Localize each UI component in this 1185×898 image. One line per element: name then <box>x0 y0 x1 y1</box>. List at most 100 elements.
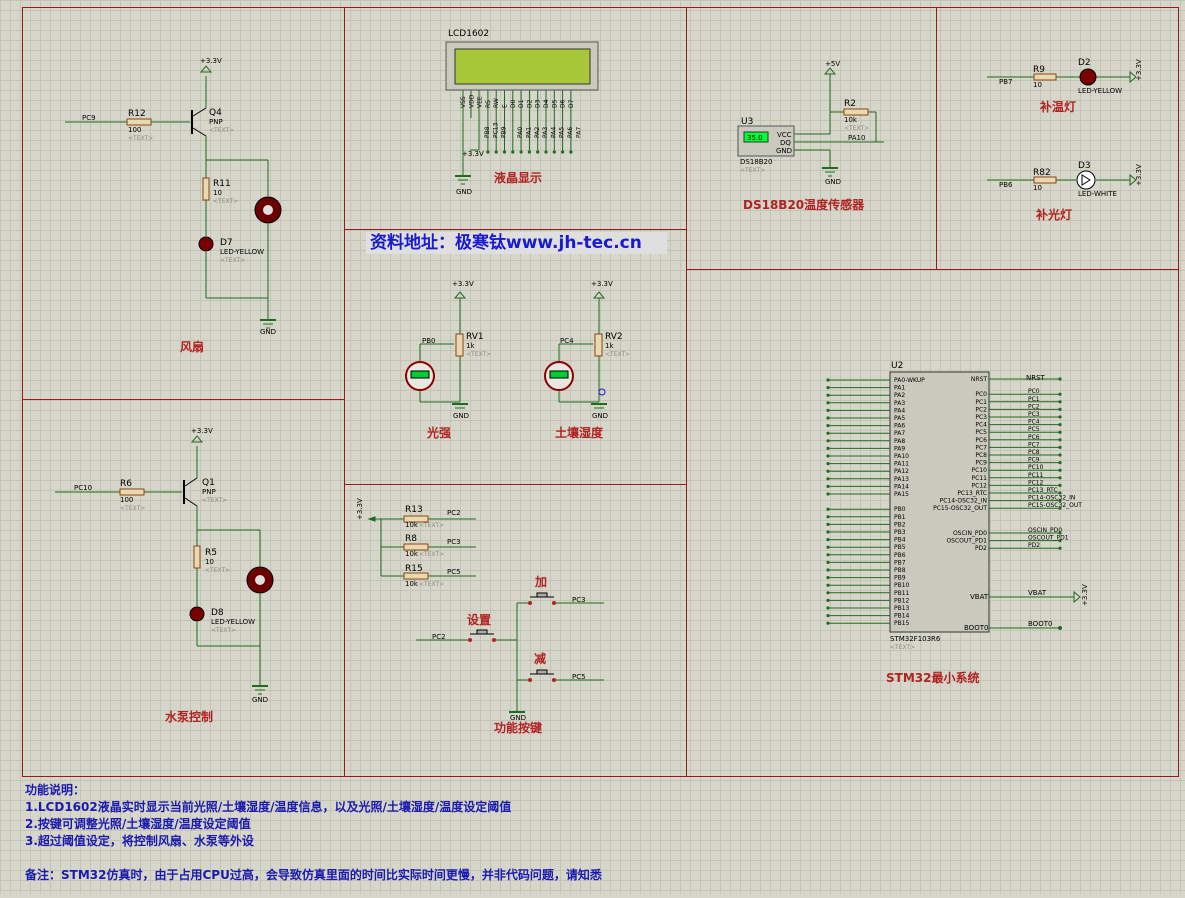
mcu-pin-label: PC5 <box>975 429 987 436</box>
mcu-pin-label: PA5 <box>894 415 905 422</box>
mcu-pin-label: PC15-OSC32_OUT <box>933 505 987 512</box>
soil-label: 土壤湿度 <box>555 425 604 440</box>
lcd-pin-label: RS <box>485 100 492 108</box>
mcu-pin-label: PA0-WKUP <box>894 377 925 384</box>
mcu-pin-label: PC4 <box>975 422 987 429</box>
mcu-pin-label: PC10 <box>972 467 988 474</box>
lcd-pin-label: VSS <box>460 96 467 108</box>
d2-label: D2 <box>1078 58 1091 68</box>
lcd-pin-label: E <box>502 104 509 108</box>
mcu-pin-label: PB1 <box>894 514 906 521</box>
rv2-label: RV2 <box>605 332 623 342</box>
set-button[interactable]: 设置 <box>467 612 491 627</box>
keys-gnd: GND <box>510 714 526 722</box>
sensor-5v: +5V <box>825 60 840 68</box>
r11-value: 10 <box>213 189 222 197</box>
lcd-vcc: +3.3V <box>462 150 484 158</box>
rv2-vcc: +3.3V <box>591 280 613 288</box>
mcu-net-label: PC4 <box>1028 419 1040 426</box>
q4-type: PNP <box>209 118 223 126</box>
mcu-net-label: PC9 <box>1028 457 1040 464</box>
mcu-vbat-vcc: +3.3V <box>1081 584 1089 606</box>
q4-vcc-label: +3.3V <box>200 57 222 65</box>
lcd-net-label: PA4 <box>550 127 557 138</box>
mcu-pin-label: PC14-OSC32_IN <box>940 498 987 505</box>
u3-type: DS18B20 <box>740 158 772 166</box>
mcu-pin-label: PC0 <box>975 391 987 398</box>
u2-type: STM32F103R6 <box>890 635 941 643</box>
mcu-pin-label: PB8 <box>894 567 906 574</box>
u3-label: U3 <box>741 117 753 127</box>
lamp1-vcc: +3.3V <box>1135 59 1143 81</box>
r2-label: R2 <box>844 99 856 109</box>
lcd-pin-label: D3 <box>535 99 542 108</box>
mcu-net-label: PC3 <box>1028 411 1040 418</box>
mcu-pin-label: PC1 <box>975 399 987 406</box>
lcd-net-label: PB8 <box>484 126 491 138</box>
mcu-net-label: PC8 <box>1028 449 1040 456</box>
note-line-1: 1.LCD1602液晶实时显示当前光照/土壤湿度/温度信息，以及光照/土壤湿度/… <box>25 800 512 814</box>
lcd-pin-label: D5 <box>551 99 558 108</box>
lcd-pins <box>455 90 480 185</box>
d8-type: LED-YELLOW <box>211 618 255 626</box>
lcd-pin-label: VDD <box>468 94 475 108</box>
d2-type: LED-YELLOW <box>1078 87 1122 95</box>
lcd-pin-label: D2 <box>526 99 533 108</box>
r5-value: 10 <box>205 558 214 566</box>
d7-type: LED-YELLOW <box>220 248 264 256</box>
sensor-gnd: GND <box>825 178 841 186</box>
net-pc3-b: PC3 <box>572 596 586 604</box>
net-pc4: PC4 <box>560 337 574 345</box>
add-button[interactable]: 加 <box>534 574 547 589</box>
rv1-value: 1k <box>466 342 475 350</box>
ds-pin-vcc: VCC <box>777 131 792 139</box>
r6-value: 100 <box>120 496 133 504</box>
mcu-nrst: NRST <box>1026 374 1046 382</box>
lcd-net-label: PA2 <box>534 127 541 138</box>
push-buttons <box>470 592 554 675</box>
lcd-pin-label: VEE <box>477 96 484 108</box>
sub-button[interactable]: 减 <box>534 651 546 666</box>
lcd-pin-label: D4 <box>543 99 550 108</box>
net-pc5-a: PC5 <box>447 568 461 576</box>
mcu-net-label: PC13_RTC <box>1028 487 1058 494</box>
mcu-boot0-pin: BOOT0 <box>964 624 988 632</box>
mcu-pin-label: PC8 <box>975 452 987 459</box>
mcu-pin-label: PB14 <box>894 613 910 620</box>
mcu-pin-label: PB10 <box>894 582 910 589</box>
pump-circuit <box>55 435 268 695</box>
net-pc2-a: PC2 <box>447 509 461 517</box>
light-lamp-label: 补光灯 <box>1035 207 1072 222</box>
mcu-pin-label: PA15 <box>894 491 909 498</box>
lcd-gnd: GND <box>456 188 472 196</box>
r11-label: R11 <box>213 179 231 189</box>
net-pa10: PA10 <box>848 134 865 142</box>
lcd-net-label: PA7 <box>575 127 582 138</box>
lcd-label: 液晶显示 <box>494 170 542 185</box>
mcu-pin-label: PB0 <box>894 506 906 513</box>
fan-circuit <box>65 65 276 329</box>
d8-text: <TEXT> <box>211 627 236 634</box>
mcu-pin-label: PA13 <box>894 476 909 483</box>
lcd-net-label: PA1 <box>526 127 533 138</box>
lcd-pin-label: D0 <box>510 99 517 108</box>
light-label: 光强 <box>426 425 451 440</box>
mcu-pin-label: OSCIN_PD0 <box>953 530 987 537</box>
q1-text: <TEXT> <box>202 497 227 504</box>
rv1-text: <TEXT> <box>466 351 491 358</box>
pump-label: 水泵控制 <box>165 709 213 724</box>
mcu-pin-label: PC12 <box>972 482 988 489</box>
mcu-pin-label: PC9 <box>975 460 987 467</box>
mcu-pin-label: PB12 <box>894 597 910 604</box>
r82-label: R82 <box>1033 168 1051 178</box>
lcd-pin-label: RW <box>493 98 500 108</box>
ds-pin-gnd: GND <box>776 147 792 155</box>
website-banner: 资料地址：极寒钛www.jh-tec.cn <box>366 232 667 254</box>
q1-vcc-label: +3.3V <box>191 427 213 435</box>
mcu-net-label: PD2 <box>1028 542 1040 549</box>
r82-value: 10 <box>1033 184 1042 192</box>
mcu-pin-label: PB9 <box>894 575 906 582</box>
r2-text: <TEXT> <box>844 125 869 132</box>
mcu-pin-label: PA6 <box>894 423 905 430</box>
r9-label: R9 <box>1033 65 1045 75</box>
